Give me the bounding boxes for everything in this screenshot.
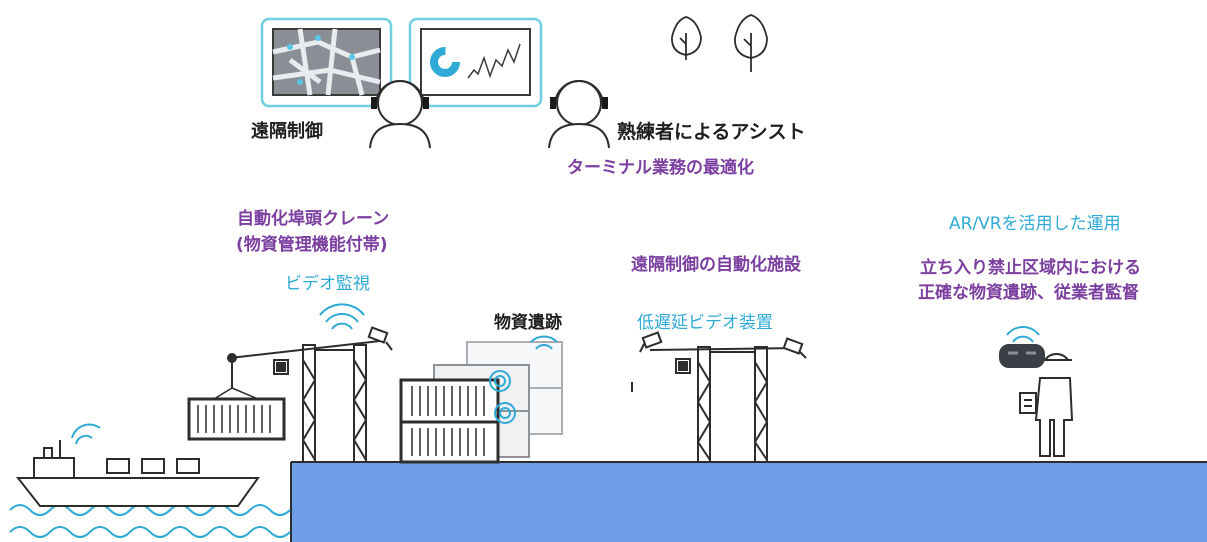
water-waves xyxy=(9,504,291,538)
map-screen-icon xyxy=(260,17,393,108)
container-stack xyxy=(399,341,563,464)
auto-crane-label: 自動化埠頭クレーン xyxy=(237,209,390,229)
camera-icon xyxy=(639,331,663,353)
expert-assist-label: 熟練者によるアシスト xyxy=(617,121,806,143)
dashboard-screen-icon xyxy=(408,17,543,108)
wifi-signal-icon xyxy=(1006,326,1040,343)
worker-vr-icon xyxy=(999,344,1074,457)
tree-icon xyxy=(671,16,702,60)
container-icon xyxy=(187,387,286,441)
crane-icon xyxy=(631,346,801,463)
operator-headset-icon xyxy=(369,80,431,149)
camera-icon xyxy=(367,326,393,351)
ar-vr-operation-label: AR/VRを活用した運用 xyxy=(949,214,1121,234)
restricted-area-label: 立ち入り禁止区域内における xyxy=(920,258,1141,278)
material-tracking-label: 物資遺跡 xyxy=(494,313,562,333)
low-latency-video-label: 低遅延ビデオ装置 xyxy=(637,313,773,333)
expert-headset-icon xyxy=(548,80,610,149)
auto-crane-sublabel: (物資管理機能付帯) xyxy=(236,235,388,255)
crane-icon xyxy=(227,340,381,463)
wifi-signal-icon xyxy=(319,303,365,330)
restricted-area-sublabel: 正確な物資遺跡、従業者監督 xyxy=(918,283,1139,303)
dock xyxy=(291,462,1207,542)
ship-icon xyxy=(15,440,260,507)
wifi-signal-icon xyxy=(71,423,101,445)
rfid-tag-icon xyxy=(489,370,516,424)
camera-icon xyxy=(782,337,807,359)
video-monitoring-label: ビデオ監視 xyxy=(285,274,370,294)
wifi-signal-icon xyxy=(530,335,558,350)
remote-auto-facility-label: 遠隔制御の自動化施設 xyxy=(631,255,801,275)
terminal-optimization-label: ターミナル業務の最適化 xyxy=(567,158,754,178)
remote-control-label: 遠隔制御 xyxy=(251,121,323,142)
tree-icon xyxy=(734,14,768,72)
